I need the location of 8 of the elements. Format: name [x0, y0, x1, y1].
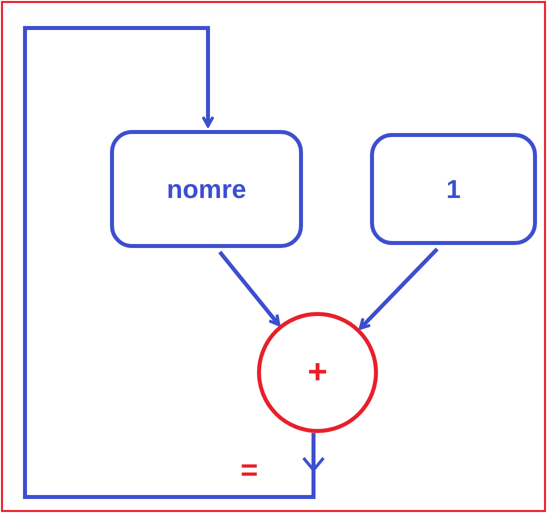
process-box [370, 133, 537, 245]
node-label: + [308, 352, 328, 393]
process-box [110, 130, 303, 248]
node-label: 1 [446, 172, 461, 206]
node-label: nomre [166, 172, 246, 206]
arrow [218, 250, 280, 326]
arrow [23, 26, 325, 499]
arrow [358, 248, 439, 330]
